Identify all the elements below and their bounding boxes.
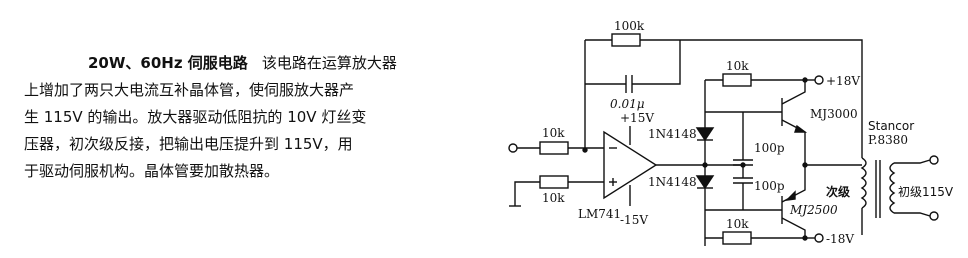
resistor-top-10k: [722, 73, 752, 87]
diode-1n4148-bottom: [695, 175, 715, 190]
label-c2: 100p: [754, 179, 785, 193]
input-terminal: [508, 143, 518, 153]
label-xfmr-brand: Stancor: [868, 119, 914, 133]
label-xfmr-model: P.8380: [868, 133, 908, 147]
primary-winding: [889, 162, 896, 214]
description-line-2: 上增加了两只大电流互补晶体管，使伺服放大器产: [24, 81, 355, 99]
primary-terminal-top: [929, 155, 939, 165]
output-stage: [781, 75, 862, 243]
circuit-title: 20W、60Hz 伺服电路: [88, 54, 248, 72]
resistor-bottom-10k: [722, 231, 752, 245]
secondary-winding: [860, 157, 867, 209]
label-supply-pos: +18V: [826, 74, 860, 88]
primary-terminal-bottom: [929, 211, 939, 221]
label-supply-neg: -18V: [826, 232, 854, 246]
transformer-stancor: [860, 155, 939, 235]
label-opamp: LM741: [578, 207, 621, 221]
label-primary: 初级115V: [898, 185, 954, 199]
description-line-1-text: 该电路在运算放大器: [261, 54, 397, 72]
bias-network: [695, 73, 808, 246]
opamp-lm741: [603, 126, 708, 206]
circuit-description: 20W、60Hz 伺服电路该电路在运算放大器 上增加了两只大电流互补晶体管，使伺…: [24, 50, 494, 185]
label-q2: MJ2500: [789, 203, 838, 217]
resistor-ground-10k: [539, 175, 569, 189]
description-line-3: 生 115V 的输出。放大器驱动低阻抗的 10V 灯丝变: [24, 108, 367, 126]
feedback-network: [582, 33, 863, 158]
label-r-in2: 10k: [542, 191, 565, 205]
description-line-5: 于驱动伺服机构。晶体管要加散热器。: [24, 162, 280, 180]
label-r-bottom: 10k: [726, 217, 749, 231]
label-c-feedback: 0.01μ: [610, 97, 645, 111]
description-line-4: 压器，初次级反接，把输出电压提升到 115V，用: [24, 135, 353, 153]
label-q1: MJ3000: [810, 107, 858, 121]
description-line-1: 20W、60Hz 伺服电路该电路在运算放大器: [24, 50, 494, 77]
label-r-in1: 10k: [542, 126, 565, 140]
terminal-plus18v: [814, 75, 824, 85]
terminal-minus18v: [814, 233, 824, 243]
label-secondary: 次级: [826, 184, 850, 199]
input-network: [508, 141, 604, 207]
label-diode2: 1N4148: [648, 175, 697, 189]
label-vplus: +15V: [620, 111, 654, 125]
resistor-input-10k: [539, 141, 569, 155]
label-diode1: 1N4148: [648, 127, 697, 141]
label-r-top: 10k: [726, 59, 749, 73]
resistor-100k: [611, 33, 641, 47]
label-r-feedback: 100k: [614, 19, 645, 33]
diode-1n4148-top: [695, 127, 715, 142]
label-c1: 100p: [754, 141, 785, 155]
label-vminus: -15V: [620, 213, 648, 227]
